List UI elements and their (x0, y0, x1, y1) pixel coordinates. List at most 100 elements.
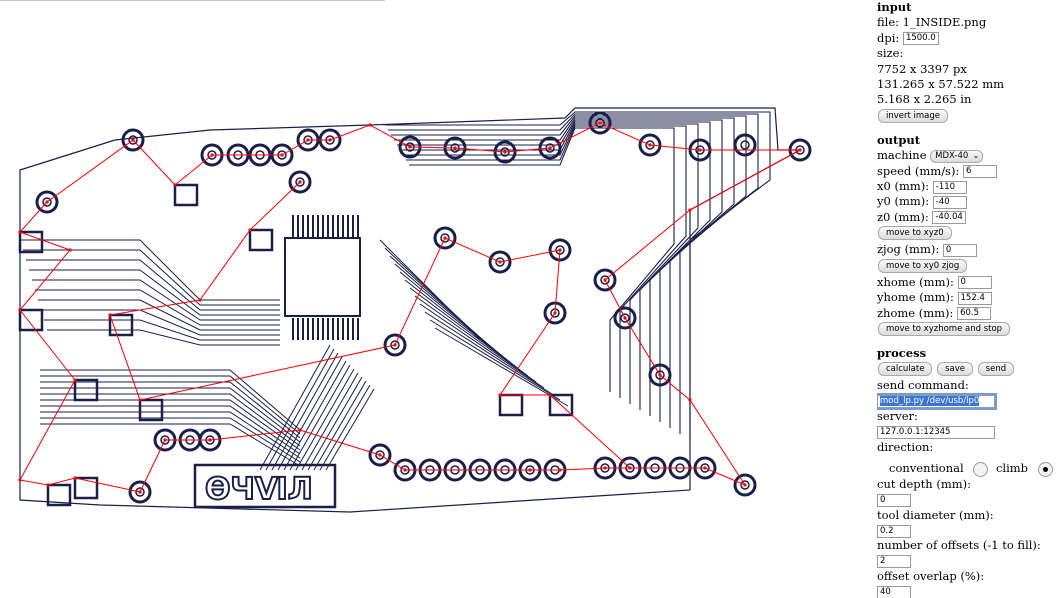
pad (383, 333, 407, 357)
zhome-label: zhome (mm): (877, 305, 954, 320)
trace-diagonal (265, 348, 335, 471)
trace-left (29, 269, 280, 316)
toolpath-canvas[interactable]: ѲЧⅥЛ (0, 0, 870, 598)
zjog-input[interactable]: 0 (942, 243, 977, 257)
pad (121, 128, 145, 152)
trace-bundle (385, 111, 771, 440)
dpi-input[interactable]: 1500.0 (902, 32, 939, 46)
path-point (558, 468, 562, 472)
path-point (131, 138, 135, 142)
size-mm: 131.265 x 57.522 mm (877, 77, 1005, 92)
path-point (598, 121, 602, 125)
path-point (628, 466, 632, 470)
tool-diameter-input[interactable]: 0.2 (877, 524, 911, 538)
path-point (163, 438, 167, 442)
pad (548, 238, 572, 262)
trace-left (26, 259, 280, 311)
pad-hole (42, 197, 52, 207)
ic-pin (302, 215, 304, 237)
square-pad (138, 398, 164, 422)
trace-left (35, 289, 280, 326)
trace-left (40, 417, 301, 463)
move-to-xyzhome-button[interactable]: move to xyzhome and stop (878, 321, 1011, 336)
overlap-input[interactable]: 40 (877, 586, 911, 598)
conventional-radio[interactable] (973, 461, 989, 477)
trace-bundle (409, 127, 675, 392)
path-point (210, 153, 214, 157)
path-point (603, 466, 607, 470)
cut-depth-input[interactable]: 0 (877, 493, 911, 507)
ic-pin (337, 318, 339, 340)
path-point (798, 148, 802, 152)
send-button[interactable]: send (977, 362, 1015, 377)
ic-body (284, 237, 361, 317)
cut-depth-label: cut depth (mm): (877, 476, 971, 491)
server-input[interactable]: 127.0.0.1:12345 (877, 426, 995, 440)
save-button[interactable]: save (937, 362, 973, 377)
invert-image-button[interactable]: invert image (878, 108, 949, 123)
pad (433, 226, 457, 250)
move-to-xyz0-button[interactable]: move to xyz0 (878, 226, 952, 241)
square-pad (498, 393, 524, 417)
ic-pin (297, 215, 299, 237)
machine-select[interactable]: MDX-40⌄ (930, 149, 984, 163)
path-point (453, 146, 457, 150)
z0-input[interactable]: -40.04 (932, 211, 967, 225)
path-point (368, 123, 372, 127)
input-file: file: 1_INSIDE.png (877, 15, 987, 30)
dpi-label: dpi: (877, 30, 900, 45)
pad (35, 190, 59, 214)
ic-pin (332, 215, 334, 237)
ic-pin (342, 215, 344, 237)
pad (733, 473, 757, 497)
xhome-input[interactable]: 0 (957, 276, 992, 290)
pad-hole (135, 487, 145, 497)
z0-label: z0 (mm): (877, 209, 929, 224)
square-pad (73, 378, 99, 402)
path-point (18, 230, 22, 234)
send-command-input[interactable]: mod_lp.py /dev/usb/lp0 (877, 393, 997, 411)
trace-left (44, 319, 280, 341)
path-point (298, 428, 302, 432)
trace-bundle (406, 125, 687, 398)
trace-bundle (391, 115, 747, 428)
yhome-input[interactable]: 152.4 (957, 291, 992, 305)
square-pad (248, 228, 274, 252)
overlap-label: offset overlap (%): (877, 569, 985, 584)
trace-diagonal (434, 327, 569, 407)
offsets-input[interactable]: 2 (877, 555, 911, 569)
size-label: size: (877, 46, 904, 61)
speed-input[interactable]: 6 (962, 165, 997, 179)
path-point (743, 483, 747, 487)
ic-pin (352, 215, 354, 237)
path-point (688, 398, 692, 402)
ic-pin (357, 215, 359, 237)
path-point (553, 311, 557, 315)
y0-input[interactable]: -40 (932, 195, 967, 209)
ic-pin (347, 215, 349, 237)
pad-hole (595, 118, 605, 128)
climb-label: climb (995, 461, 1029, 476)
trace-bundle (394, 117, 735, 422)
path-point (45, 200, 49, 204)
ic-pin (312, 215, 314, 237)
square-pad (18, 308, 44, 332)
trace-left (40, 399, 301, 451)
direction-label: direction: (877, 439, 934, 454)
zhome-input[interactable]: 60.5 (957, 307, 992, 320)
x0-input[interactable]: -110 (932, 180, 967, 194)
ic-pin (307, 318, 309, 340)
climb-radio[interactable] (1037, 461, 1053, 477)
path-point (138, 398, 142, 402)
trace-left (40, 387, 301, 443)
trace-diagonal (271, 352, 339, 471)
output-section-title: output (877, 132, 921, 147)
path-point (393, 343, 397, 347)
move-to-xy0-zjog-button[interactable]: move to xy0 zjog (878, 258, 968, 273)
path-point (306, 138, 310, 142)
path-point (108, 313, 112, 317)
path-point (498, 260, 502, 264)
ic-pin (292, 215, 294, 237)
trace-diagonal (295, 368, 355, 471)
calculate-button[interactable]: calculate (878, 362, 933, 377)
